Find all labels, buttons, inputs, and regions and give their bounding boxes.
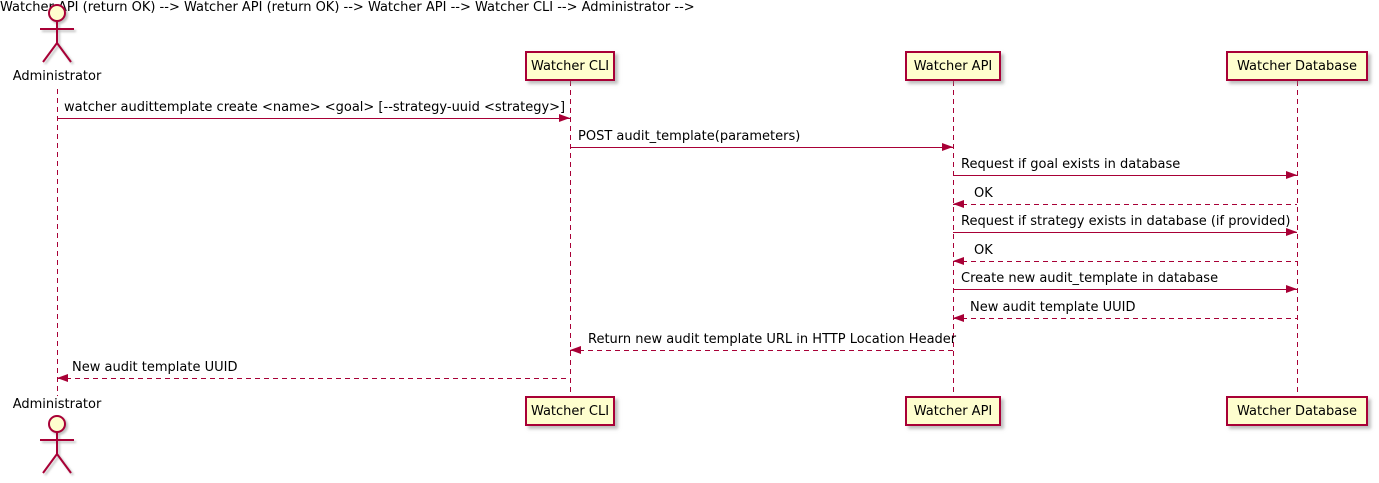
message-4-label: Request if strategy exists in database (… xyxy=(961,214,1291,229)
message-3-label: OK xyxy=(974,186,993,201)
message-8-arrow xyxy=(570,346,953,354)
message-6-label: Create new audit_template in database xyxy=(961,271,1219,286)
message-9-arrow xyxy=(57,374,570,382)
participant-box-watcher-database-bottom: Watcher Database xyxy=(1226,396,1368,426)
participant-box-watcher-cli-top: Watcher CLI xyxy=(525,51,615,81)
message-0-label: watcher audittemplate create <name> <goa… xyxy=(64,100,566,115)
lifeline-watcher-cli xyxy=(570,81,571,396)
message-0-arrow xyxy=(57,114,570,122)
message-2-arrow xyxy=(953,171,1297,179)
participant-box-watcher-database-top: Watcher Database xyxy=(1226,51,1368,81)
lifeline-watcher-database xyxy=(1297,81,1298,396)
message-2-label: Request if goal exists in database xyxy=(961,157,1181,172)
message-8-label: Return new audit template URL in HTTP Lo… xyxy=(588,332,957,347)
administrator-label-bottom: Administrator xyxy=(12,397,102,412)
message-4-arrow xyxy=(953,228,1297,236)
message-3-arrow xyxy=(953,200,1297,208)
message-7-label: New audit template UUID xyxy=(970,300,1136,315)
message-1-arrow xyxy=(570,143,953,151)
participant-box-watcher-api-bottom: Watcher API xyxy=(905,396,1001,426)
message-7-arrow xyxy=(953,314,1297,322)
lifeline-administrator xyxy=(57,89,58,396)
message-5-arrow xyxy=(953,257,1297,265)
participant-box-watcher-api-top: Watcher API xyxy=(905,51,1001,81)
message-1-label: POST audit_template(parameters) xyxy=(578,129,801,144)
administrator-actor-icon-top xyxy=(40,4,74,63)
lifeline-watcher-api xyxy=(953,81,954,396)
administrator-label-top: Administrator xyxy=(12,69,102,84)
message-5-label: OK xyxy=(974,243,993,258)
administrator-actor-icon-bottom xyxy=(40,415,74,474)
message-9-label: New audit template UUID xyxy=(72,360,238,375)
participant-box-watcher-cli-bottom: Watcher CLI xyxy=(525,396,615,426)
message-6-arrow xyxy=(953,285,1297,293)
